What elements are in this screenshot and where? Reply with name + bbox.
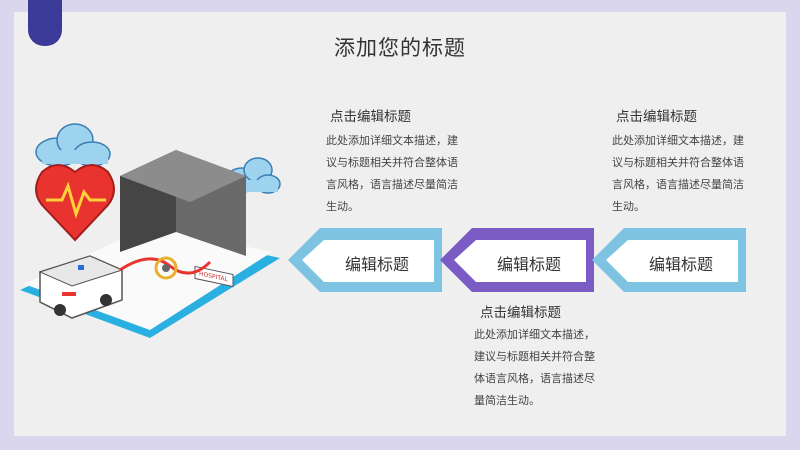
hospital-building-icon: HOSPITAL — [120, 150, 246, 288]
corner-tab — [28, 0, 62, 46]
block-2-body[interactable]: 此处添加详细文本描述，建 议与标题相关并符合整体语 言风格，语言描述尽量简洁 生… — [612, 134, 744, 213]
arrow-shape-3 — [592, 228, 746, 292]
shape-label-1[interactable]: 编辑标题 — [344, 255, 409, 274]
page-title[interactable]: 添加您的标题 — [334, 36, 466, 60]
stethoscope-icon — [119, 256, 212, 280]
block-3-body[interactable]: 此处添加详细文本描述， 建议与标题相关并符合整 体语言风格，语言描述尽 量简洁生… — [474, 328, 595, 407]
block-1-heading[interactable]: 点击编辑标题 — [330, 109, 411, 125]
ambulance-icon — [38, 255, 124, 319]
heart-icon — [35, 164, 115, 242]
shape-label-3[interactable]: 编辑标题 — [648, 255, 713, 274]
shape-label-2[interactable]: 编辑标题 — [496, 255, 561, 274]
block-1-body[interactable]: 此处添加详细文本描述，建 议与标题相关并符合整体语 言风格，语言描述尽量简洁 生… — [326, 134, 458, 213]
cloud-icon — [35, 123, 111, 167]
block-3-heading[interactable]: 点击编辑标题 — [480, 305, 561, 321]
arrow-shape-2 — [440, 228, 594, 292]
block-2-heading[interactable]: 点击编辑标题 — [616, 109, 697, 125]
arrow-shape-1 — [288, 228, 442, 292]
